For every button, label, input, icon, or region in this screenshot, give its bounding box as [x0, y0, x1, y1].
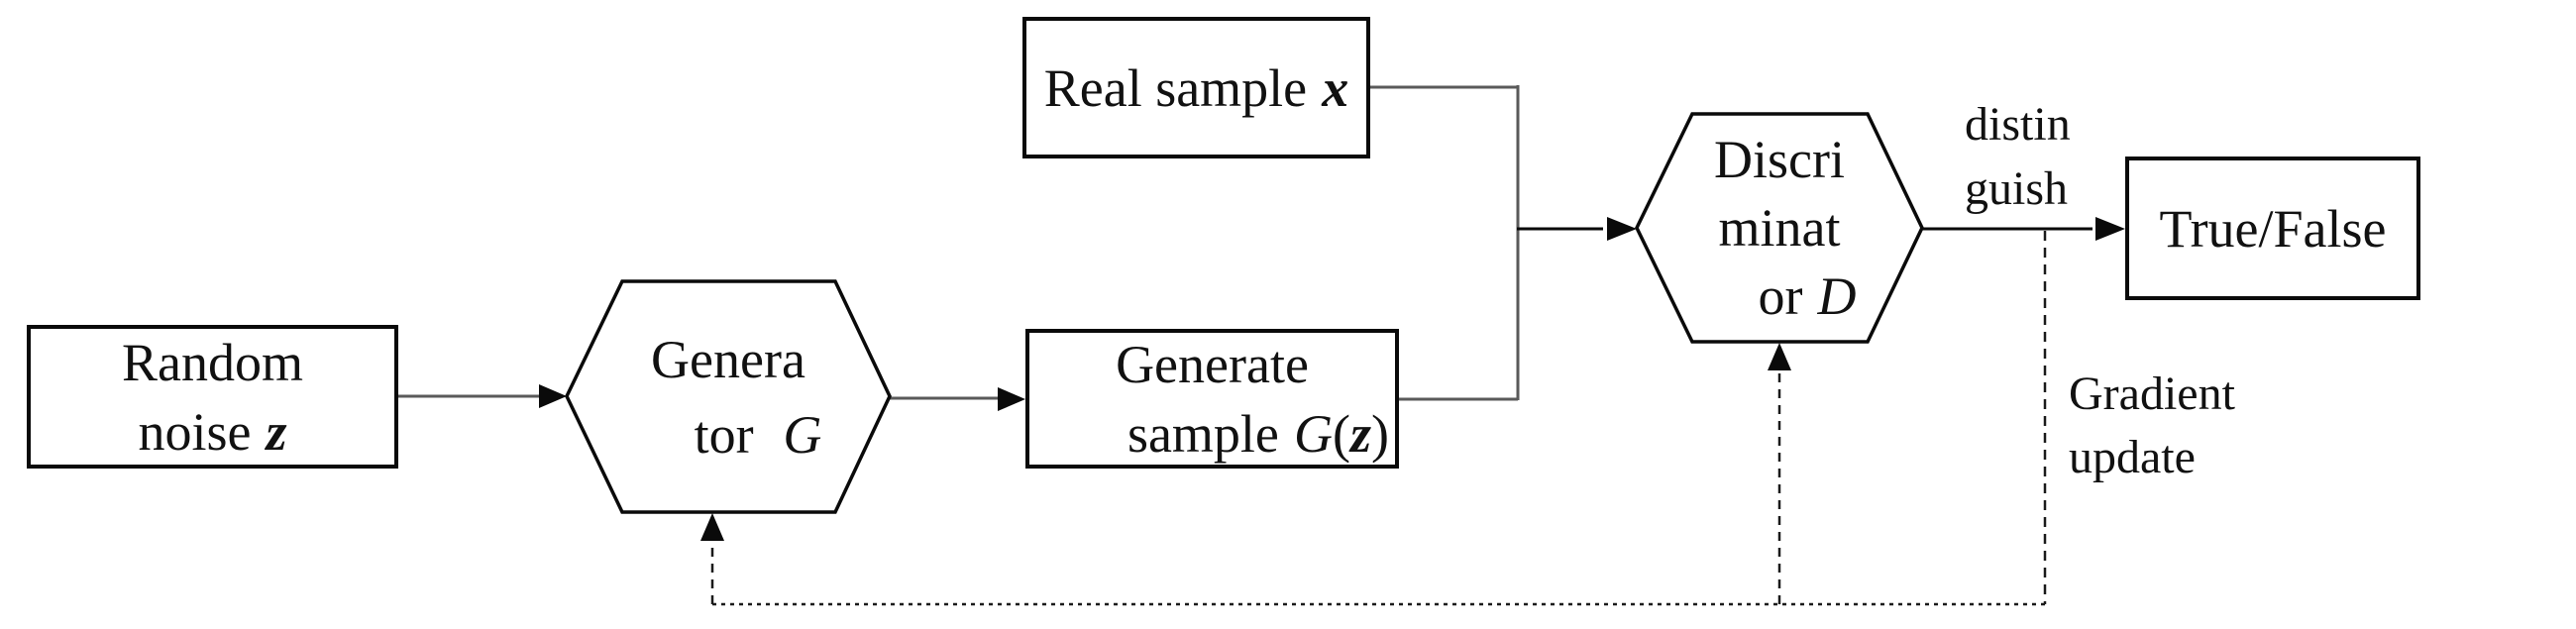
discriminator-line1: Discri: [1714, 129, 1845, 189]
gradient-update-line1: Gradient: [2069, 367, 2235, 420]
arrowhead-gradient-discriminator: [1768, 343, 1791, 370]
true-false-box: True/False: [2125, 157, 2420, 300]
generator-hexagon: [565, 279, 892, 514]
arrowhead-into-truefalse: [2095, 217, 2125, 241]
generator-g-symbol: G: [783, 404, 822, 465]
true-false-line: True/False: [2159, 198, 2387, 259]
discriminator-hexagon: [1635, 112, 1924, 344]
generator-line1: Genera: [651, 329, 805, 389]
arrowhead-into-discriminator: [1607, 217, 1637, 241]
random-noise-line1: Random: [122, 332, 303, 392]
discriminator-d-symbol: D: [1817, 265, 1857, 326]
generated-z-symbol: z: [1350, 403, 1372, 464]
distinguish-label: distin guish: [1965, 92, 2071, 221]
real-x-symbol: x: [1322, 57, 1349, 118]
discriminator-line2: minat: [1718, 197, 1841, 258]
distinguish-line1: distin: [1965, 98, 2071, 151]
arrowhead-into-generate-sample: [998, 387, 1025, 411]
gradient-update-line2: update: [2069, 431, 2196, 483]
generated-g-symbol: G: [1294, 403, 1334, 464]
noise-z-symbol: z: [266, 401, 287, 462]
generate-sample-line1: Generate: [1116, 334, 1309, 394]
distinguish-line2: guish: [1965, 162, 2069, 215]
gradient-update-label: Gradient update: [2069, 363, 2235, 489]
arrowhead-gradient-generator: [700, 513, 724, 541]
arrowhead-into-generator: [539, 384, 567, 408]
